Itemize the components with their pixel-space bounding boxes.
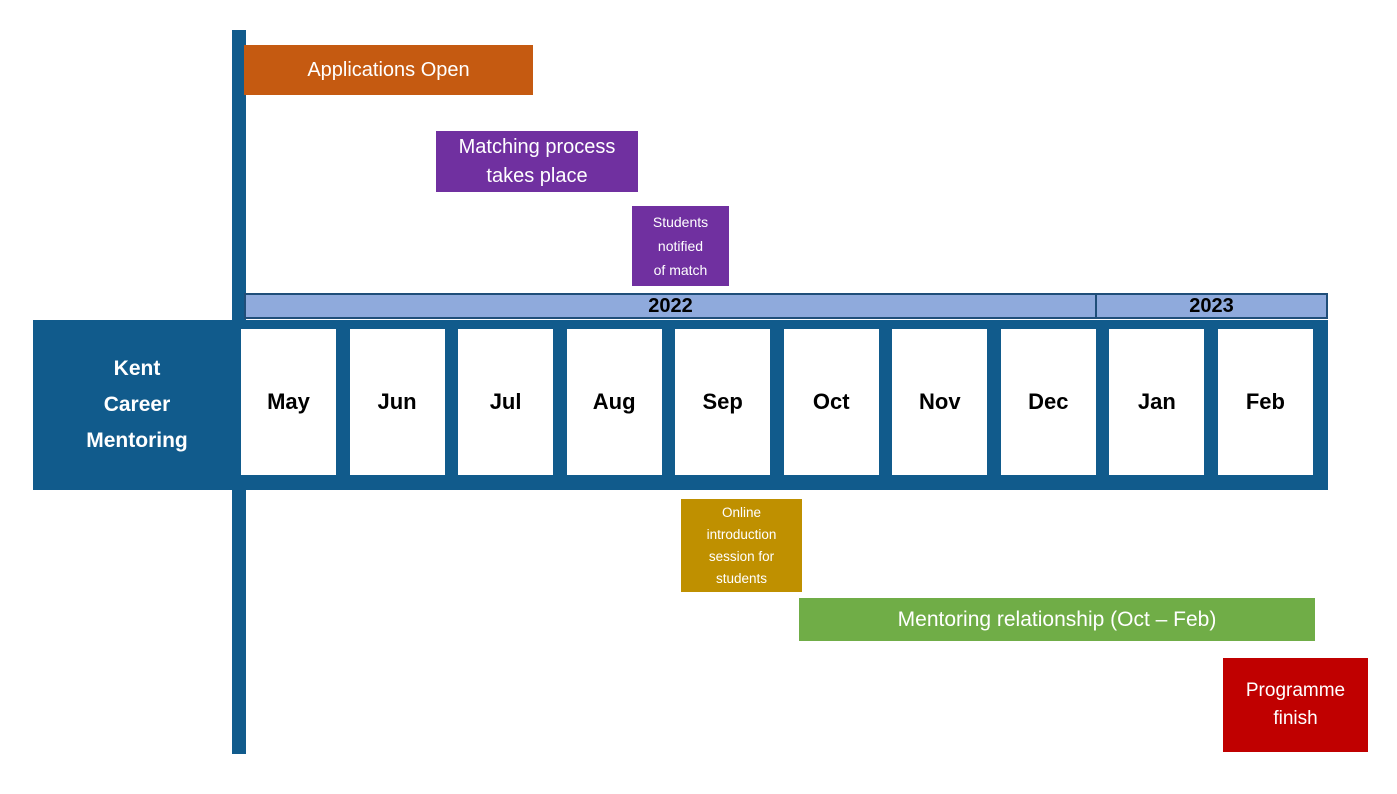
event-online-introduction: Online introduction session for students xyxy=(681,499,802,592)
year-bar: 2022 2023 xyxy=(244,293,1328,319)
month-cell-jul: Jul xyxy=(458,329,554,475)
month-cell-may: May xyxy=(241,329,336,475)
year-segment-2023: 2023 xyxy=(1095,295,1326,317)
month-cell-jan: Jan xyxy=(1109,329,1205,475)
event-programme-finish: Programme finish xyxy=(1223,658,1368,752)
event-applications-open: Applications Open xyxy=(244,45,533,95)
months-row: May Jun Jul Aug Sep Oct Nov Dec Jan Feb xyxy=(241,329,1313,475)
month-cell-aug: Aug xyxy=(566,329,662,475)
month-band: Kent Career Mentoring May Jun Jul Aug Se… xyxy=(33,320,1328,490)
event-matching-process: Matching process takes place xyxy=(436,131,638,192)
event-students-notified: Students notified of match xyxy=(632,206,729,286)
month-cell-jun: Jun xyxy=(349,329,445,475)
month-cell-sep: Sep xyxy=(675,329,771,475)
month-cell-feb: Feb xyxy=(1217,329,1313,475)
month-cell-dec: Dec xyxy=(1000,329,1096,475)
year-segment-2022: 2022 xyxy=(648,294,693,317)
month-cell-oct: Oct xyxy=(783,329,879,475)
month-cell-nov: Nov xyxy=(892,329,988,475)
event-mentoring-relationship: Mentoring relationship (Oct – Feb) xyxy=(799,598,1315,641)
program-title: Kent Career Mentoring xyxy=(86,357,188,452)
